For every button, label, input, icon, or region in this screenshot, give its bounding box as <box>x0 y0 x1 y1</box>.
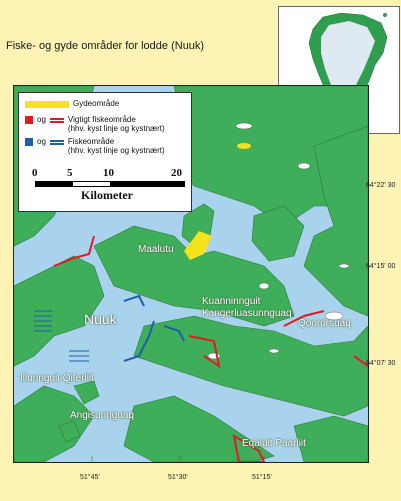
scale-bar: 0 5 10 20 Kilometer <box>25 167 185 207</box>
place-angisunnguaq: Angisunnguaq <box>70 410 134 421</box>
legend-row-important: og Vigtigt fiskeområde (hhv. kyst linje … <box>25 115 165 133</box>
place-illunnguit-qiterliit: Illunnguit Qiterliit <box>20 373 94 384</box>
lake-3 <box>258 282 270 290</box>
place-kangerluasunnguaq: Kangerluasunnguaq <box>202 308 292 319</box>
land-southeast <box>293 415 368 462</box>
fishing-box-swatch <box>25 138 33 146</box>
land-east <box>303 125 368 317</box>
spawning-area-north <box>237 143 251 149</box>
important-lines-swatch <box>49 116 64 124</box>
scale-tick-20: 20 <box>171 167 182 179</box>
place-maalutu: Maalutu <box>138 244 174 255</box>
scale-unit-label: Kilometer <box>81 188 133 202</box>
important-fishing-lines <box>53 235 368 462</box>
island-southwest-2 <box>58 420 81 443</box>
legend-row-fishing: og Fiskeområde (hhv. kyst linje og kystn… <box>25 137 165 155</box>
legend-important-text: Vigtigt fiskeområde (hhv. kyst linje og … <box>68 115 165 133</box>
fishing-lines <box>123 294 185 362</box>
legend-row-spawning: Gydeområde <box>25 99 119 108</box>
red-coast-qoororsuaq <box>283 310 325 327</box>
legend-fishing-label: Fiskeområde <box>67 137 115 146</box>
spawning-areas <box>184 143 251 260</box>
important-box-swatch <box>25 116 33 124</box>
legend-important-note: (hhv. kyst linje og kystnært) <box>67 124 165 133</box>
map-legend: Gydeområde og Vigtigt fiskeområde (hhv. … <box>18 92 192 212</box>
red-coast-east <box>353 355 368 367</box>
blue-coast-2 <box>123 320 155 362</box>
land-southwest <box>14 385 95 462</box>
lake-6 <box>338 263 350 269</box>
svalbard-island <box>383 13 387 17</box>
longitude-label-1: 51°45' <box>80 474 100 481</box>
scale-segment-1 <box>36 182 73 186</box>
lake-2 <box>297 162 311 170</box>
graticule <box>91 456 265 462</box>
island-northeast <box>251 205 305 262</box>
lake-7 <box>268 348 280 354</box>
main-map: Gydeområde og Vigtigt fiskeområde (hhv. … <box>13 85 369 463</box>
longitude-label-2: 51°30' <box>168 474 188 481</box>
red-coast-peninsula <box>188 335 221 369</box>
blue-coast-1 <box>123 294 145 307</box>
lake-1 <box>235 122 253 130</box>
island-southwest-1 <box>73 380 100 405</box>
land-peninsula-middle <box>133 315 368 417</box>
place-eqaluit-paarliit: Eqaluit Paarliit <box>242 438 306 449</box>
spawning-area-main <box>184 231 212 260</box>
lake-4 <box>324 311 344 321</box>
legend-important-label: Vigtigt fiskeområde <box>67 115 136 124</box>
lakes-group <box>207 122 350 360</box>
latitude-label-3: 64°07' 30 <box>366 360 396 367</box>
fishing-lines-swatch <box>49 138 64 146</box>
latitude-label-1: 64°22' 30 <box>366 182 396 189</box>
latitude-label-2: 64°15' 00 <box>366 263 396 270</box>
legend-fishing-note: (hhv. kyst linje og kystnært) <box>67 146 165 155</box>
fishing-hatching <box>34 310 89 362</box>
scale-segment-2 <box>110 182 184 186</box>
legend-connector-1: og <box>37 115 46 124</box>
scale-tick-5: 5 <box>67 167 73 179</box>
place-nuuk: Nuuk <box>84 311 117 327</box>
blue-coast-3 <box>163 325 185 342</box>
legend-spawning-label: Gydeområde <box>73 99 120 108</box>
map-title: Fiske- og gyde områder for lodde (Nuuk) <box>6 40 205 52</box>
scale-bar-track <box>35 181 185 187</box>
place-kuanninnguit: Kuanninnguit <box>202 296 261 307</box>
red-coast-eqaluit <box>232 433 266 462</box>
red-coast-maalutu <box>53 235 95 267</box>
place-qoororsuaq: Qoororsuaq <box>298 318 351 329</box>
longitude-label-3: 51°15' <box>252 474 272 481</box>
legend-fishing-text: Fiskeområde (hhv. kyst linje og kystnært… <box>68 137 165 155</box>
spawning-swatch <box>25 101 69 108</box>
legend-connector-2: og <box>37 137 46 146</box>
land-peninsula-north <box>93 225 295 327</box>
scale-tick-10: 10 <box>103 167 114 179</box>
land-south-central <box>123 395 275 462</box>
scale-tick-0: 0 <box>32 167 38 179</box>
